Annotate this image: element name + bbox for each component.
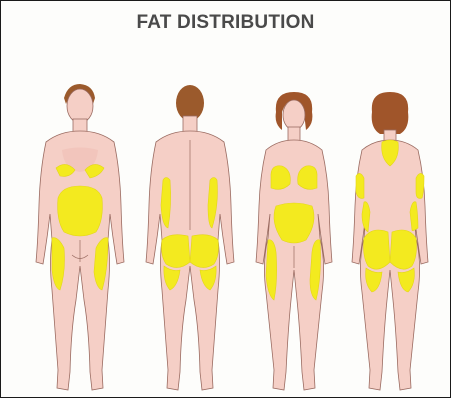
- neck-male-back: [183, 116, 197, 132]
- fat-buttock-right: [390, 230, 417, 269]
- fat-buttock-left: [364, 230, 391, 269]
- fat-upper-arm-right: [416, 173, 424, 198]
- hair-female-back: [372, 92, 409, 134]
- figure-female-front: [256, 92, 332, 390]
- head-male-front: [67, 89, 93, 123]
- figure-male-front: [36, 84, 124, 390]
- fat-lower-abdomen: [274, 203, 314, 243]
- figure-female-back: [352, 92, 428, 390]
- head-female-front: [283, 100, 305, 130]
- fat-buttock-left: [162, 235, 191, 268]
- fat-abdomen: [58, 186, 103, 236]
- fat-upper-arm-left: [356, 173, 364, 198]
- figure-male-back: [146, 85, 234, 390]
- neck-female-front: [288, 127, 300, 141]
- fat-buttock-right: [190, 235, 219, 268]
- hair-male-back: [176, 85, 204, 121]
